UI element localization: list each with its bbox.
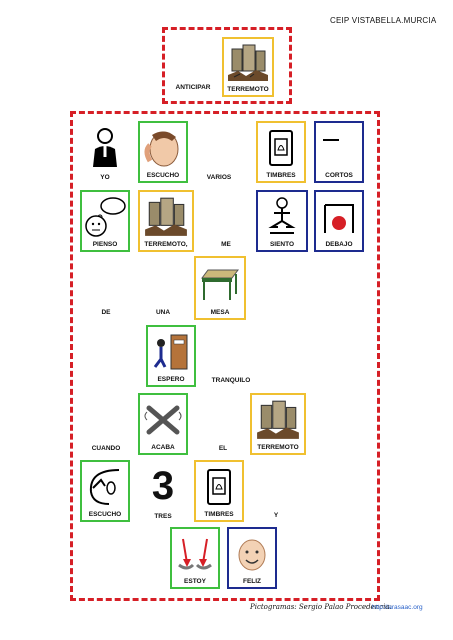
card-label: DEBAJO: [325, 241, 353, 248]
word-de: DE: [101, 309, 111, 316]
word-me: ME: [221, 241, 231, 248]
sequence-box: [70, 111, 380, 601]
school-name: CEIP VISTABELLA.MURCIA: [330, 16, 437, 25]
card-cortos: CORTOS: [314, 121, 364, 183]
earthquake-icon: [252, 395, 304, 444]
word-tranquilo: TRANQUILO: [211, 377, 251, 384]
card-label: ESTOY: [184, 578, 206, 585]
card-label: TERREMOTO: [257, 444, 299, 451]
card-label: TERREMOTO,: [144, 241, 188, 248]
card-pienso: PIENSO: [80, 190, 130, 252]
waiting-at-door-icon: [148, 327, 194, 376]
card-label: SIENTO: [269, 241, 295, 248]
card-label: ACABA: [151, 444, 175, 451]
anticipar-label: ANTICIPAR: [175, 84, 211, 91]
credit-text: Pictogramas: Sergio Palao Procedencia:: [250, 603, 392, 611]
card-escucho-2: ESCUCHO: [80, 460, 130, 522]
card-label: ESCUCHO: [146, 172, 180, 179]
short-line-icon: [316, 123, 362, 172]
card-timbres-2: TIMBRES: [194, 460, 244, 522]
word-el: EL: [218, 445, 228, 452]
card-espero: ESPERO: [146, 325, 196, 387]
card-feliz: FELIZ: [227, 527, 277, 589]
bell-button-icon: [196, 462, 242, 511]
card-terremoto-3: TERREMOTO: [250, 393, 306, 455]
card-label: PIENSO: [92, 241, 118, 248]
number-three: 3: [138, 460, 188, 513]
number-three-glyph: 3: [151, 464, 175, 508]
card-siento: SIENTO: [256, 190, 308, 252]
person-pointing-self-icon: [80, 121, 130, 174]
card-label: TERREMOTO: [227, 86, 269, 93]
bell-button-icon: [258, 123, 304, 172]
earthquake-icon: [224, 39, 272, 86]
below-icon: [316, 192, 362, 241]
listening-ear-icon: [82, 462, 128, 511]
card-terremoto-2: TERREMOTO,: [138, 190, 194, 252]
card-acaba: ACABA: [138, 393, 188, 455]
card-timbres: TIMBRES: [256, 121, 306, 183]
card-label: ESCUCHO: [88, 511, 122, 518]
earthquake-icon: [140, 192, 192, 241]
card-mesa: MESA: [194, 256, 246, 320]
card-escucho: ESCUCHO: [138, 121, 188, 183]
table-icon: [196, 258, 244, 309]
card-label: CORTOS: [325, 172, 353, 179]
card-yo: YO: [80, 121, 130, 183]
source-link[interactable]: http://arasaac.org: [372, 604, 423, 611]
card-debajo: DEBAJO: [314, 190, 364, 252]
card-label: FELIZ: [242, 578, 262, 585]
word-varios: VARIOS: [206, 174, 232, 181]
listening-ear-icon: [140, 123, 186, 172]
card-label: TRES: [154, 513, 172, 520]
word-y: Y: [273, 512, 279, 519]
word-cuando: CUANDO: [91, 445, 121, 452]
card-label: YO: [100, 174, 110, 181]
card-label: TIMBRES: [204, 511, 234, 518]
card-label: ESPERO: [157, 376, 185, 383]
card-terremoto-anticipar: TERREMOTO: [222, 37, 274, 97]
card-tres: 3 TRES: [138, 460, 188, 522]
word-una: UNA: [155, 309, 171, 316]
sitting-person-icon: [258, 192, 306, 241]
happy-face-icon: [229, 529, 275, 578]
card-label: TIMBRES: [266, 172, 296, 179]
finish-arms-crossed-icon: [140, 395, 186, 444]
thinking-face-icon: [82, 192, 128, 241]
hands-pointing-down-icon: [172, 529, 218, 578]
anticipar-box: [162, 27, 292, 104]
card-estoy: ESTOY: [170, 527, 220, 589]
card-label: MESA: [210, 309, 230, 316]
